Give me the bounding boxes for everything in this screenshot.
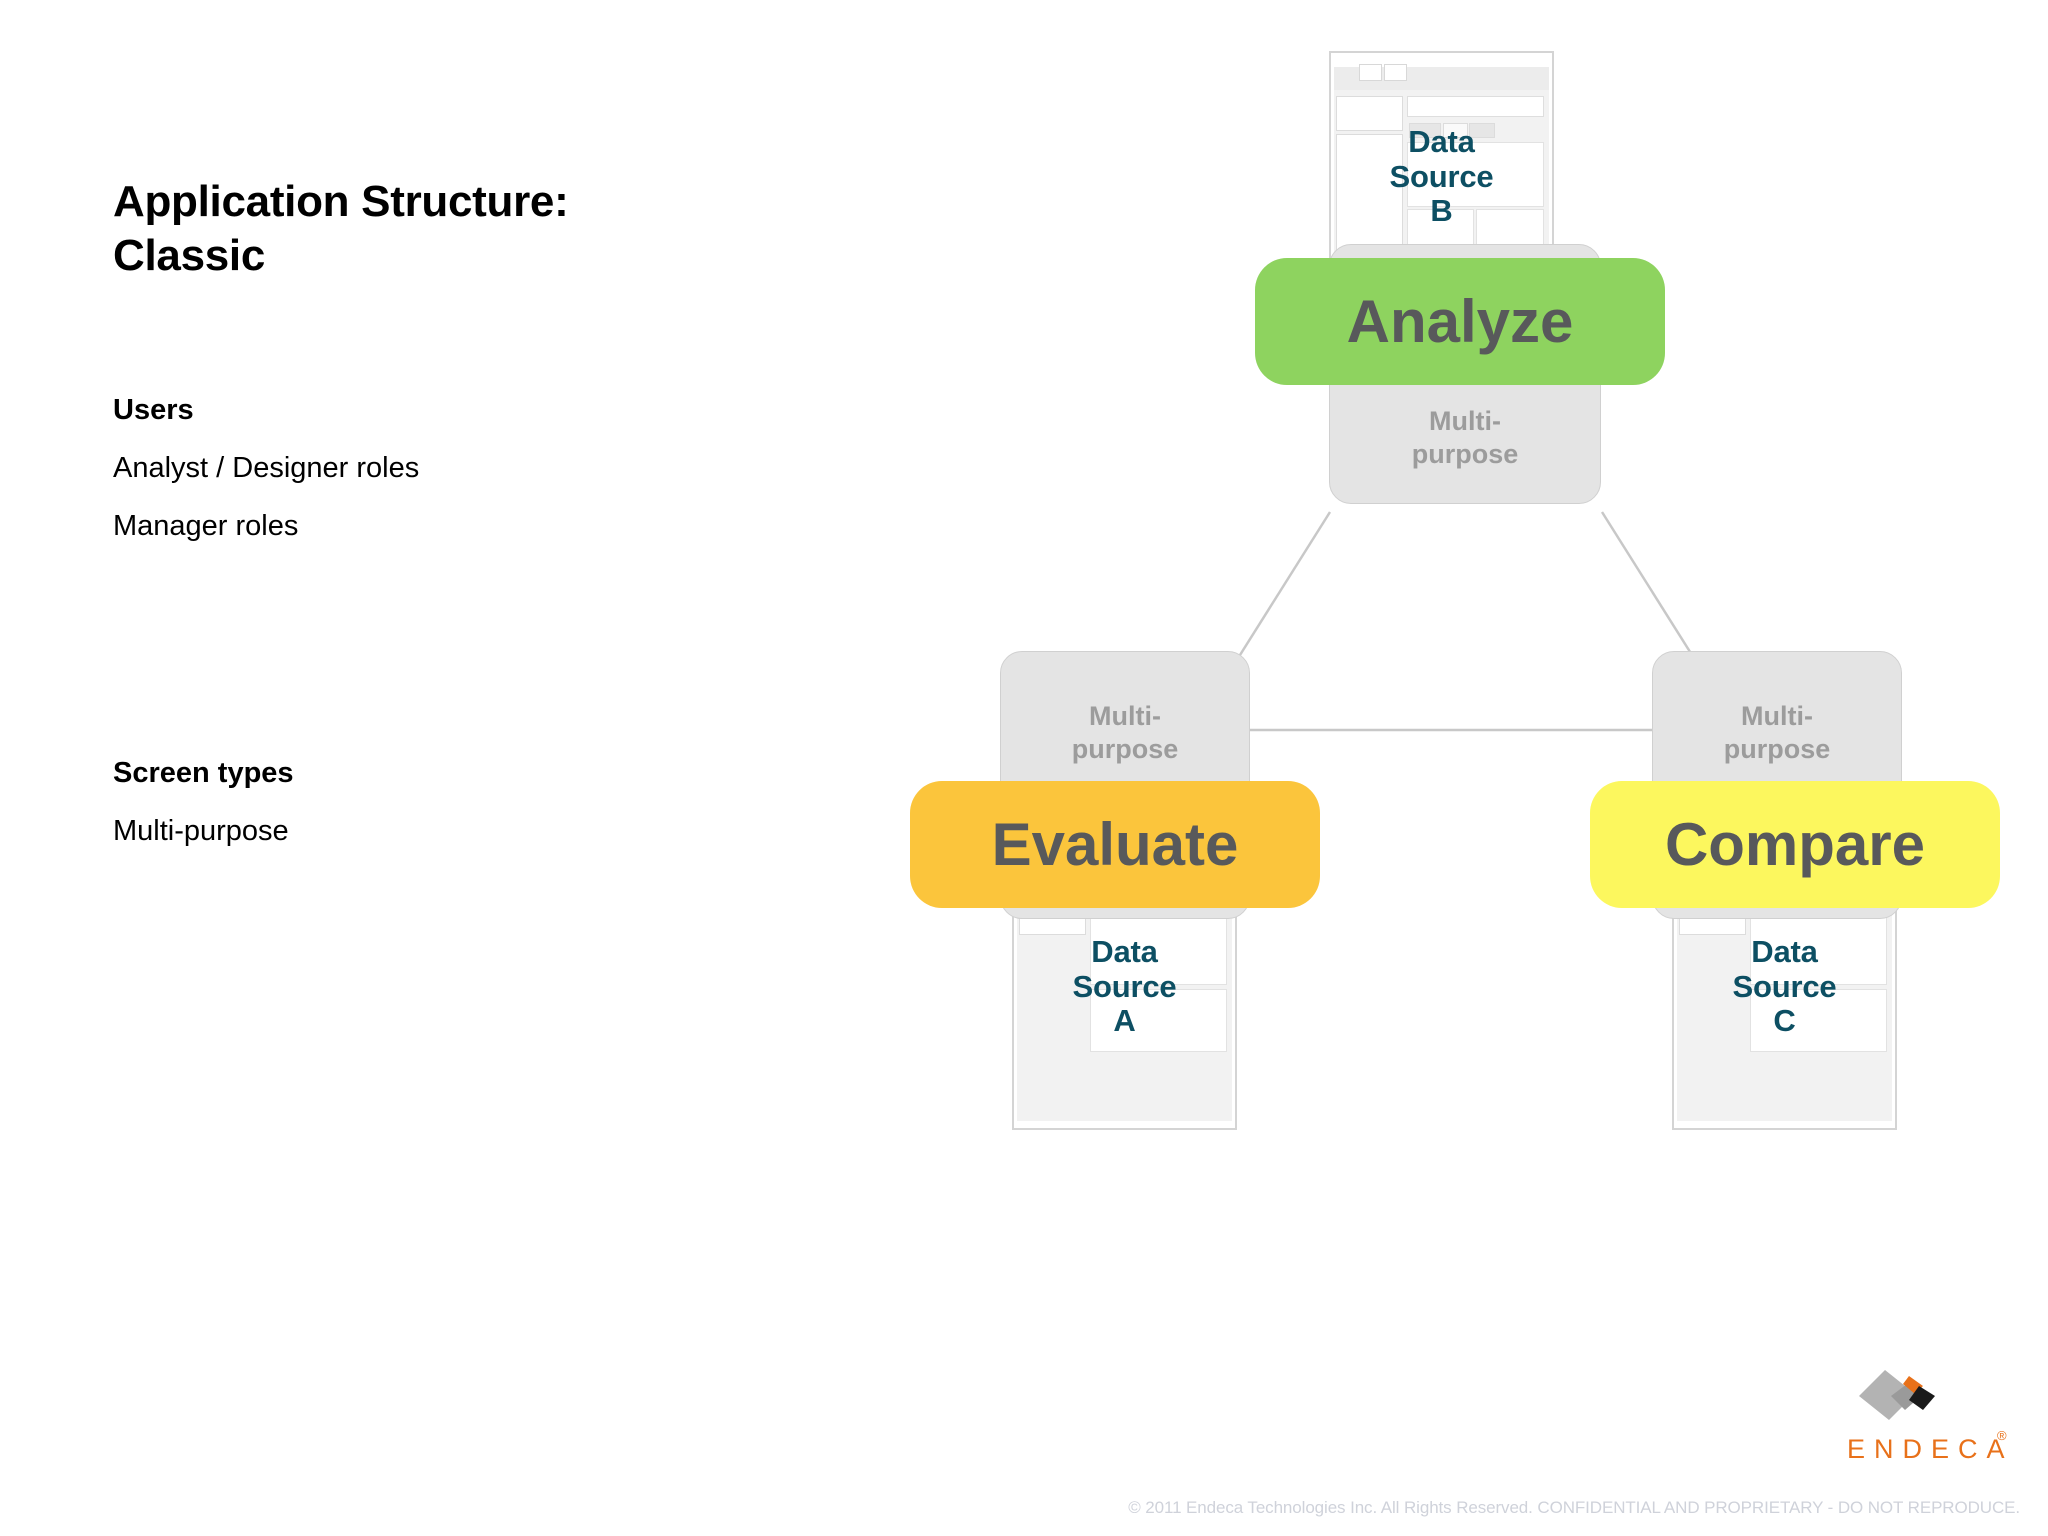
section-users: Users Analyst / Designer roles Manager r… [113,396,419,570]
section-heading-users: Users [113,394,194,426]
wireframe-panel-bottom [1090,989,1228,1053]
node-pill-label-compare: Compare [1664,811,1926,878]
application-structure-diagram: Data Source B Multi- purpose Analyze [910,51,2000,1130]
slide-text-column: Application Structure: Classic Users Ana… [113,175,813,846]
wireframe-subtab-1 [1409,122,1442,139]
multi-purpose-label: Multi- purpose [1071,701,1179,764]
wireframe-search-bar [1407,96,1545,118]
section-heading-screen-types: Screen types [113,757,294,789]
node-pill-evaluate[interactable]: Evaluate [910,781,1320,908]
wireframe-panel-lower [1090,909,1228,986]
wireframe-sidebar-box-1 [1336,96,1403,131]
section-line-analyst-designer: Analyst / Designer roles [113,452,420,484]
wireframe-panel-lower [1750,909,1888,986]
node-pill-compare[interactable]: Compare [1590,781,2000,908]
node-pill-analyze[interactable]: Analyze [1255,258,1665,385]
wireframe-subtab-3 [1469,122,1496,139]
wireframe-subtab-2 [1442,122,1469,139]
data-source-label-compare: Data Source C [1732,934,1837,1039]
endeca-logo: ENDECA ® [1845,1362,2035,1477]
node-pill-label-analyze: Analyze [1346,288,1574,355]
section-line-multi-purpose: Multi-purpose [113,815,289,847]
data-source-label-evaluate: Data Source A [1072,934,1177,1039]
wireframe-sidebar-box-2 [1336,134,1403,261]
registered-trademark-icon: ® [1997,1428,2007,1443]
page-title: Application Structure: Classic [113,177,569,280]
wireframe-tab-2 [1383,64,1407,82]
multi-purpose-label: Multi- purpose [1411,406,1519,469]
data-source-label-analyze: Data Source B [1389,124,1494,229]
endeca-wordmark: ENDECA [1847,1434,2014,1464]
wireframe-panel-main [1407,142,1545,208]
multi-purpose-label: Multi- purpose [1723,701,1831,764]
section-line-manager: Manager roles [113,510,299,542]
node-pill-label-evaluate: Evaluate [991,811,1239,878]
wireframe-tab-1 [1358,64,1382,82]
endeca-logo-mark [1859,1370,1935,1420]
footer-copyright: © 2011 Endeca Technologies Inc. All Righ… [1128,1498,2020,1517]
section-screen-types: Screen types Multi-purpose [113,759,294,846]
wireframe-panel-bottom [1750,989,1888,1053]
